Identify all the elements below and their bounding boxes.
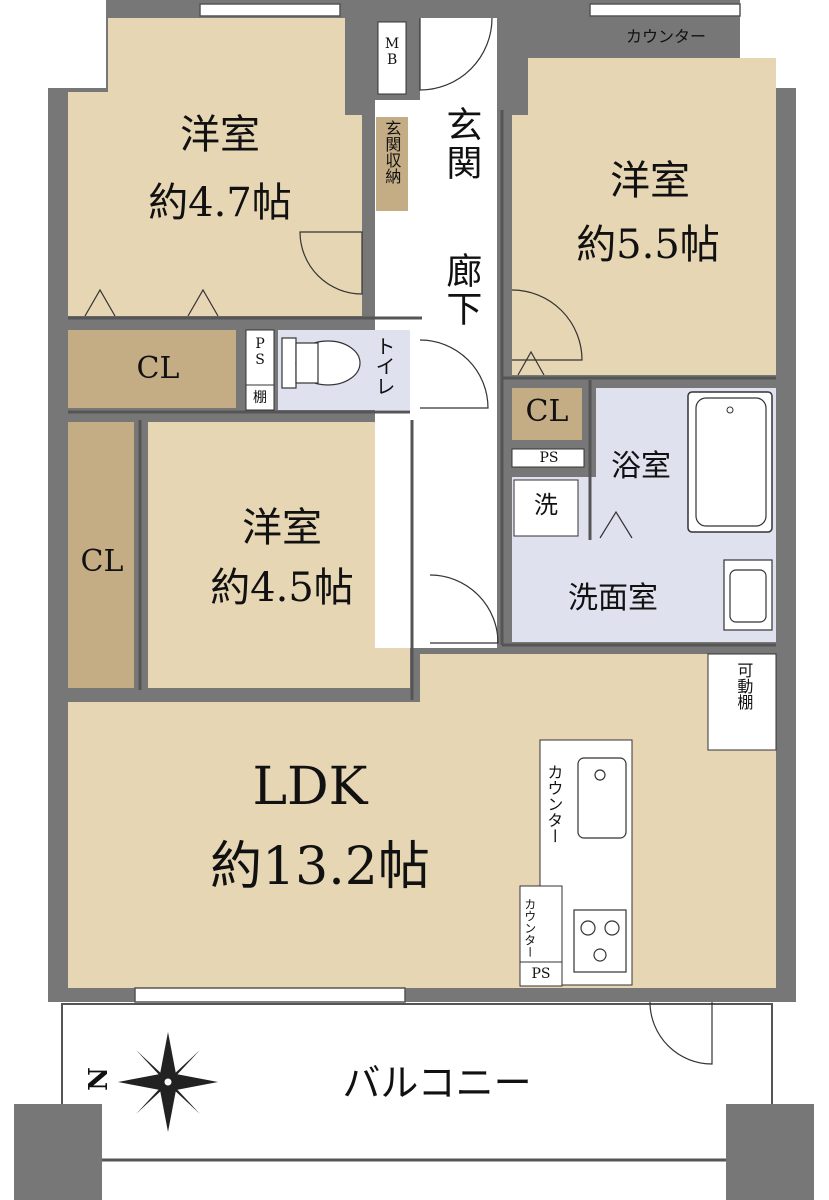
- mb-label: MB: [384, 36, 401, 68]
- entrance-storage-label: 玄関収納: [382, 120, 402, 184]
- bath-label: 浴室: [611, 449, 671, 484]
- entrance-label: 玄関: [440, 106, 482, 182]
- kitchen-sink-icon: [577, 757, 627, 839]
- washer-space: [513, 479, 579, 537]
- balcony-label: バルコニー: [342, 1061, 532, 1105]
- room-western-c-size: 約4.5帖: [210, 565, 354, 611]
- toilet-label: トイレ: [372, 336, 396, 396]
- washer-label: 洗: [534, 491, 558, 519]
- toilet-icon: [281, 337, 361, 389]
- washroom-ps-label: PS: [539, 450, 559, 466]
- room-western-a-floor: [68, 18, 362, 316]
- balcony-pillar-left: [14, 1104, 102, 1200]
- north-label: N: [84, 1067, 115, 1091]
- toilet-ps-label: PS: [252, 336, 269, 368]
- north-compass-icon: [118, 1032, 218, 1132]
- closet-top-label: CL: [136, 351, 180, 386]
- kitchen-counter-side: [519, 885, 563, 987]
- entrance-storage-floor: [376, 117, 408, 211]
- closet-door-icon: [84, 288, 633, 539]
- washroom-label: 洗面室: [568, 581, 658, 616]
- room-western-a-size: 約4.7帖: [148, 180, 292, 226]
- kitchen-counter-label: カウンター: [544, 764, 564, 844]
- ldk-floor: [68, 654, 776, 988]
- closet-left-floor: [68, 422, 134, 688]
- room-western-c-name: 洋室: [242, 505, 322, 551]
- room-western-b-size: 約5.5帖: [576, 222, 720, 268]
- room-western-a-name: 洋室: [180, 112, 260, 158]
- counter-top-label: カウンター: [625, 27, 706, 46]
- room-western-b-name: 洋室: [610, 158, 690, 204]
- closet-right-label: CL: [525, 394, 569, 429]
- room-western-b-floor: [512, 58, 776, 375]
- movable-shelf-label: 可動棚: [734, 662, 754, 710]
- bathtub-icon: [687, 391, 773, 533]
- ps-strip: [511, 448, 585, 468]
- closet-top-floor: [68, 330, 236, 408]
- hallway-label: 廊下: [440, 252, 482, 328]
- room-western-c-floor: [148, 422, 410, 688]
- door-swing-icon: [299, 17, 713, 1065]
- ldk-size: 約13.2帖: [210, 837, 430, 897]
- toilet-shelf-label: 棚: [253, 390, 267, 406]
- closet-right-floor: [512, 388, 582, 440]
- mb-space: [377, 21, 407, 95]
- stove-icon: [573, 909, 627, 973]
- closet-left-label: CL: [80, 544, 124, 579]
- ps-shelf-area: [245, 329, 275, 411]
- ldk-name: LDK: [252, 757, 368, 817]
- kitchen-ps-label: PS: [531, 966, 551, 982]
- windows: [134, 3, 741, 1003]
- kitchen-counter-side-label: カウンター: [522, 898, 537, 958]
- sink-icon: [723, 559, 773, 631]
- balcony-pillar-right: [726, 1104, 814, 1200]
- movable-shelf: [707, 653, 777, 751]
